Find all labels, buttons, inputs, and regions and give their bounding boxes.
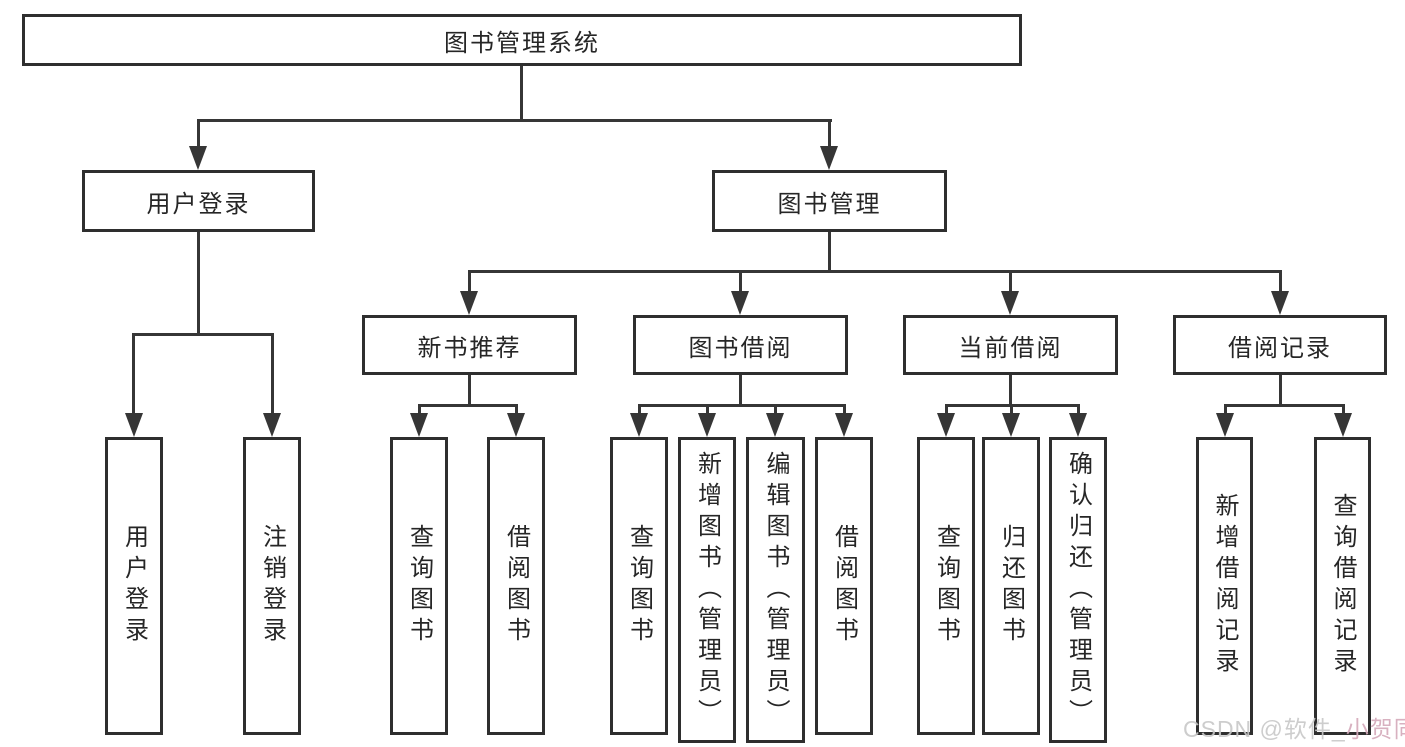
connector-line: [468, 375, 471, 406]
arrow-down-icon: [1216, 413, 1234, 437]
node-book-borrow: 图书借阅: [633, 315, 848, 375]
connector-line: [520, 66, 523, 121]
connector-line: [468, 270, 1282, 273]
connector-line: [197, 119, 200, 150]
arrow-down-icon: [460, 291, 478, 315]
leaf-edit-book-admin: 编辑图书（管理员）: [746, 437, 805, 743]
arrow-down-icon: [835, 413, 853, 437]
connector-line: [1077, 404, 1080, 415]
arrow-down-icon: [820, 146, 838, 170]
leaf-confirm-return-admin: 确认归还（管理员）: [1049, 437, 1107, 743]
connector-line: [132, 333, 135, 415]
connector-line: [515, 404, 518, 415]
arrow-down-icon: [937, 413, 955, 437]
leaf-logout: 注销登录: [243, 437, 301, 735]
node-user-login: 用户登录: [82, 170, 315, 232]
arrow-down-icon: [731, 291, 749, 315]
arrow-down-icon: [125, 413, 143, 437]
leaf-borrow-books-2: 借阅图书: [815, 437, 873, 735]
node-library-system-label: 图书管理系统: [444, 29, 600, 57]
arrow-down-icon: [1002, 413, 1020, 437]
connector-line: [1009, 270, 1012, 292]
leaf-query-books-1-label: 查询图书: [405, 524, 433, 648]
arrow-down-icon: [263, 413, 281, 437]
connector-line: [271, 333, 274, 415]
leaf-borrow-books-2-label: 借阅图书: [830, 524, 858, 648]
connector-line: [638, 404, 641, 415]
node-book-management-label: 图书管理: [777, 190, 882, 218]
connector-line: [638, 404, 846, 407]
watermark-suffix: 小贺同学: [1345, 716, 1405, 742]
leaf-add-book-admin: 新增图书（管理员）: [678, 437, 736, 743]
leaf-query-books-2-label: 查询图书: [625, 524, 653, 648]
leaf-return-book: 归还图书: [982, 437, 1040, 735]
connector-line: [418, 404, 421, 415]
leaf-query-borrow-record-label: 查询借阅记录: [1329, 493, 1356, 679]
leaf-user-login-label: 用户登录: [120, 524, 148, 648]
arrow-down-icon: [1069, 413, 1087, 437]
leaf-query-books-3-label: 查询图书: [932, 524, 960, 648]
connector-line: [197, 232, 200, 335]
connector-line: [828, 119, 831, 150]
arrow-down-icon: [507, 413, 525, 437]
connector-line: [1224, 404, 1344, 407]
leaf-edit-book-admin-label: 编辑图书（管理员）: [762, 450, 789, 730]
arrow-down-icon: [189, 146, 207, 170]
leaf-add-book-admin-label: 新增图书（管理员）: [693, 450, 721, 730]
arrow-down-icon: [630, 413, 648, 437]
leaf-query-books-1: 查询图书: [390, 437, 448, 735]
watermark-prefix: CSDN @软件_: [1183, 716, 1346, 742]
node-current-borrow-label: 当前借阅: [958, 334, 1063, 362]
arrow-down-icon: [1001, 291, 1019, 315]
watermark: CSDN @软件_小贺同学: [1183, 710, 1405, 744]
connector-line: [468, 270, 471, 292]
connector-line: [739, 270, 742, 292]
leaf-logout-label: 注销登录: [258, 524, 286, 648]
leaf-confirm-return-admin-label: 确认归还（管理员）: [1064, 450, 1092, 730]
connector-line: [197, 119, 832, 122]
arrow-down-icon: [1334, 413, 1352, 437]
connector-line: [1009, 375, 1012, 406]
leaf-query-borrow-record: 查询借阅记录: [1314, 437, 1371, 735]
leaf-query-books-2: 查询图书: [610, 437, 668, 735]
node-new-book-recommend-label: 新书推荐: [417, 334, 522, 362]
connector-line: [945, 404, 948, 415]
node-new-book-recommend: 新书推荐: [362, 315, 577, 375]
leaf-user-login: 用户登录: [105, 437, 163, 735]
node-user-login-label: 用户登录: [146, 190, 251, 218]
connector-line: [1279, 270, 1282, 292]
connector-line: [1010, 404, 1013, 415]
arrow-down-icon: [698, 413, 716, 437]
leaf-add-borrow-record: 新增借阅记录: [1196, 437, 1253, 735]
arrow-down-icon: [1271, 291, 1289, 315]
connector-line: [418, 404, 518, 407]
connector-line: [843, 404, 846, 415]
connector-line: [1224, 404, 1227, 415]
connector-line: [774, 404, 777, 415]
node-library-system: 图书管理系统: [22, 14, 1022, 66]
arrow-down-icon: [766, 413, 784, 437]
leaf-borrow-books-1: 借阅图书: [487, 437, 545, 735]
node-book-management: 图书管理: [712, 170, 947, 232]
leaf-borrow-books-1-label: 借阅图书: [502, 524, 530, 648]
connector-line: [828, 232, 831, 273]
connector-line: [132, 333, 274, 336]
node-book-borrow-label: 图书借阅: [688, 334, 793, 362]
leaf-query-books-3: 查询图书: [917, 437, 975, 735]
node-borrow-records: 借阅记录: [1173, 315, 1387, 375]
connector-line: [739, 375, 742, 406]
connector-line: [1279, 375, 1282, 406]
leaf-return-book-label: 归还图书: [997, 524, 1025, 648]
connector-line: [1342, 404, 1345, 415]
node-borrow-records-label: 借阅记录: [1228, 334, 1332, 362]
connector-line: [706, 404, 709, 415]
arrow-down-icon: [410, 413, 428, 437]
leaf-add-borrow-record-label: 新增借阅记录: [1211, 493, 1238, 679]
node-current-borrow: 当前借阅: [903, 315, 1118, 375]
